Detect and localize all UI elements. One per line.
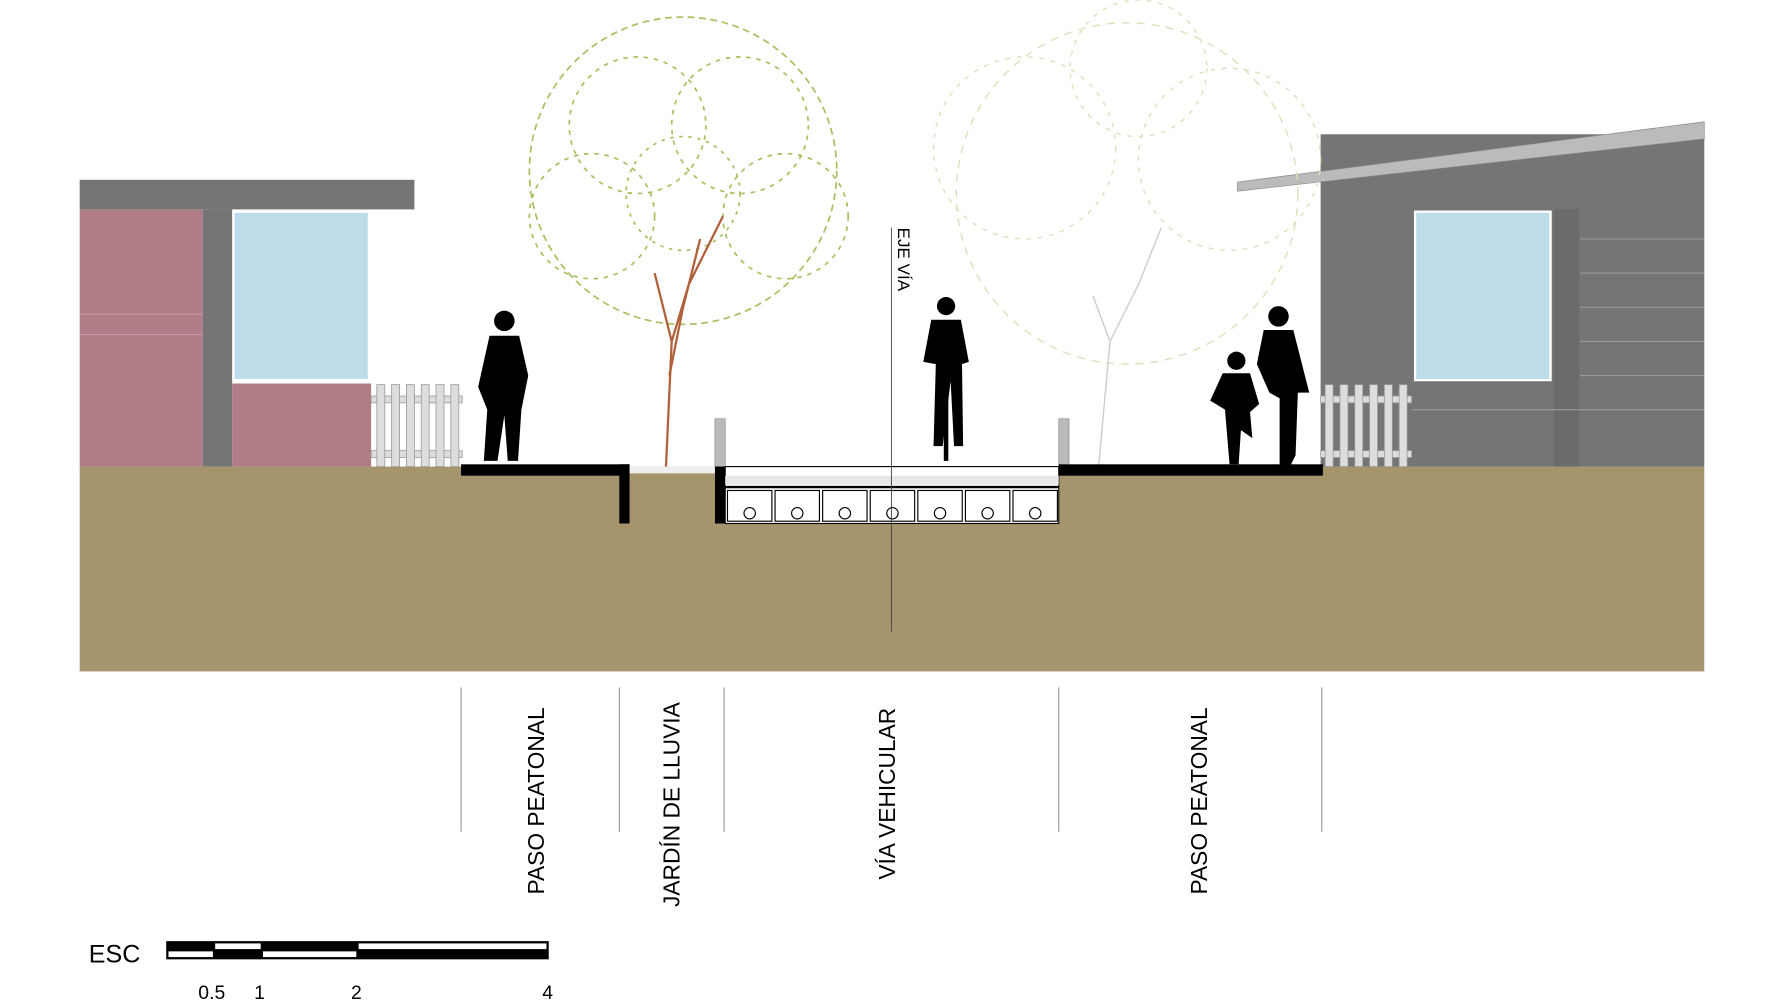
drainage-cell (774, 489, 821, 522)
adult-pedestrian-right (1256, 306, 1310, 467)
scale-tick: 0.5 (198, 982, 225, 1004)
right-sidewalk (1058, 464, 1323, 476)
drainage-pipe (886, 506, 899, 520)
scale-tick: 4 (542, 982, 553, 1004)
zone-label-rain-garden: JARDÍN DE LLUVIA (659, 701, 685, 907)
drainage-pipe (981, 506, 994, 520)
left-sidewalk (461, 464, 630, 524)
right-house (1237, 121, 1705, 467)
scale-tick: 1 (254, 982, 265, 1004)
zone-label-left-sidewalk: PASO PEATONAL (523, 707, 549, 894)
drainage-cell (869, 489, 916, 522)
drainage-cell (964, 489, 1011, 522)
drainage-pipe (791, 506, 804, 520)
scale-bar: ESC 0.5 1 2 4 (89, 941, 553, 1004)
child (1210, 351, 1260, 465)
right-window (1413, 210, 1552, 382)
drainage-pipe (1028, 506, 1042, 520)
left-house (79, 179, 415, 467)
rain-garden-soil (629, 466, 715, 474)
pedestrian-left (478, 310, 529, 461)
drainage-cell (1012, 489, 1058, 522)
drainage-pipe (933, 506, 947, 520)
scale-label: ESC (89, 941, 140, 969)
left-fence (370, 384, 463, 467)
left-window (232, 210, 370, 382)
zone-dividers (460, 687, 1323, 832)
right-fence (1320, 384, 1413, 467)
road-structure (714, 418, 1070, 525)
drainage-pipe (743, 506, 756, 520)
cyclist (923, 297, 969, 461)
rain-garden-tree (528, 16, 850, 467)
scale-tick: 2 (351, 982, 362, 1004)
drainage-cell (917, 489, 963, 522)
drainage-cell (822, 489, 868, 522)
drainage-cell (726, 489, 773, 522)
drainage-pipe (838, 506, 852, 520)
background-tree (932, 0, 1322, 467)
zone-label-vehicular-road: VÍA VEHICULAR (874, 708, 900, 880)
zone-label-right-sidewalk: PASO PEATONAL (1186, 707, 1212, 894)
road-axis-label: EJE VÍA (894, 228, 913, 292)
